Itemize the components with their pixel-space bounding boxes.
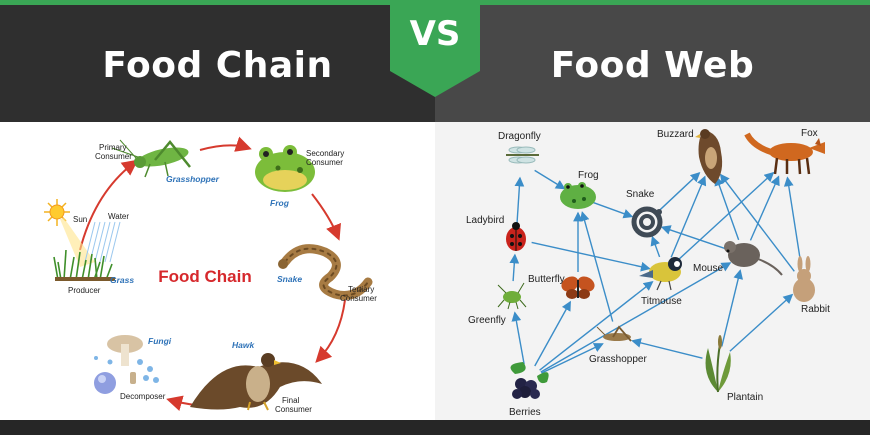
greenfly-label: Greenfly	[468, 315, 506, 326]
arrow-berries-to-greenfly	[511, 311, 525, 365]
grasshopper-name: Grasshopper	[166, 174, 220, 184]
food-web-links	[509, 169, 803, 374]
top-accent-line	[0, 0, 870, 5]
fox-icon	[744, 132, 825, 175]
rabbit-icon	[793, 256, 815, 302]
arrow-plantain-to-mouse	[721, 269, 744, 347]
snake-name: Snake	[277, 274, 302, 284]
sun-icon	[44, 199, 95, 267]
arrow-grasshopper-to-frog	[199, 136, 252, 152]
dragonfly-icon	[506, 146, 539, 164]
food-chain-center-title: Food Chain	[158, 267, 251, 286]
butterfly-icon	[561, 276, 595, 299]
frog-icon	[560, 182, 596, 209]
fox-label: Fox	[801, 128, 818, 139]
titmouse-label: Titmouse	[641, 296, 682, 307]
food-web-header: Food Web	[435, 5, 870, 122]
food-web-heading: Food Web	[550, 45, 755, 86]
arrow-grasshopper-to-frog	[579, 211, 614, 322]
decomposer-label: Decomposer	[120, 392, 166, 401]
producer-label: Producer	[68, 286, 101, 295]
grasshopper-icon	[111, 139, 191, 178]
mouse-label: Mouse	[693, 263, 723, 274]
food-web-diagram: Dragonfly Frog Snake Buzzard Fox Ladybir…	[466, 128, 830, 418]
frog-name: Frog	[270, 198, 290, 208]
arrow-berries-to-mouse	[540, 262, 732, 373]
ladybird-icon	[506, 222, 526, 251]
arrow-rabbit-to-fox	[783, 176, 803, 269]
greenfly-icon	[497, 282, 527, 310]
vs-badge	[390, 5, 480, 97]
grasshopper-icon	[596, 325, 632, 342]
snake-icon	[278, 244, 373, 300]
arrow-frog-to-snake	[311, 193, 341, 241]
frog-icon	[255, 145, 315, 192]
arrow-dragonfly-to-frog	[534, 169, 566, 190]
plantain-label: Plantain	[727, 392, 763, 403]
arrow-rabbit-to-buzzard	[719, 173, 795, 272]
food-chain-diagram: Food Chain Sun Water Grass Producer Prim…	[44, 136, 377, 414]
plantain-icon	[705, 335, 731, 393]
arrow-berries-to-titmouse	[539, 280, 654, 371]
food-chain-heading: Food Chain	[102, 45, 333, 86]
berries-icon	[510, 362, 549, 399]
arrow-mouse-to-snake	[660, 225, 730, 251]
butterfly-label: Butterfly	[528, 274, 565, 285]
bottom-bar	[0, 420, 870, 435]
hawk-icon	[190, 353, 322, 411]
rabbit-label: Rabbit	[801, 304, 830, 315]
arrow-ladybird-to-dragonfly	[514, 176, 525, 224]
vs-label: VS	[409, 14, 461, 54]
arrow-mouse-to-buzzard	[714, 175, 740, 241]
fungi-icon	[94, 335, 159, 394]
arrow-titmouse-to-snake	[650, 235, 661, 258]
arrow-plantain-to-rabbit	[729, 293, 794, 352]
arrow-ladybird-to-titmouse	[531, 241, 651, 272]
arrow-mouse-to-fox	[749, 175, 780, 241]
food-chain-header: Food Chain	[0, 5, 435, 122]
mouse-icon	[724, 241, 783, 276]
titmouse-icon	[639, 257, 682, 291]
buzzard-icon	[695, 129, 723, 184]
snake-label: Snake	[626, 189, 655, 200]
snake-icon	[631, 206, 663, 238]
fungi-name: Fungi	[148, 336, 172, 346]
buzzard-label: Buzzard	[657, 129, 694, 140]
arrow-berries-to-grasshopper	[541, 343, 604, 374]
water-label: Water	[108, 212, 129, 221]
frog-label: Frog	[578, 170, 599, 181]
arrow-grass-to-grasshopper	[79, 159, 139, 251]
arrow-greenfly-to-ladybird	[509, 253, 520, 282]
arrow-snake-to-hawk	[315, 299, 346, 363]
arrow-titmouse-to-buzzard	[670, 175, 707, 258]
berries-label: Berries	[509, 407, 541, 418]
sun-label: Sun	[73, 215, 87, 224]
ladybird-label: Ladybird	[466, 215, 504, 226]
soil-strip	[55, 277, 115, 281]
arrow-titmouse-to-fox	[676, 171, 775, 262]
dragonfly-label: Dragonfly	[498, 131, 541, 142]
arrow-snake-to-buzzard	[658, 171, 701, 212]
arrow-plantain-to-grasshopper	[631, 338, 703, 359]
grass-name: Grass	[110, 275, 134, 285]
grasshopper-label: Grasshopper	[589, 354, 647, 365]
arrow-berries-to-butterfly	[534, 300, 571, 367]
arrow-frog-to-snake	[592, 201, 634, 219]
hawk-name: Hawk	[232, 340, 255, 350]
food-web-panel: Dragonfly Frog Snake Buzzard Fox Ladybir…	[435, 122, 870, 420]
food-chain-panel: Food Chain Sun Water Grass Producer Prim…	[0, 122, 435, 420]
